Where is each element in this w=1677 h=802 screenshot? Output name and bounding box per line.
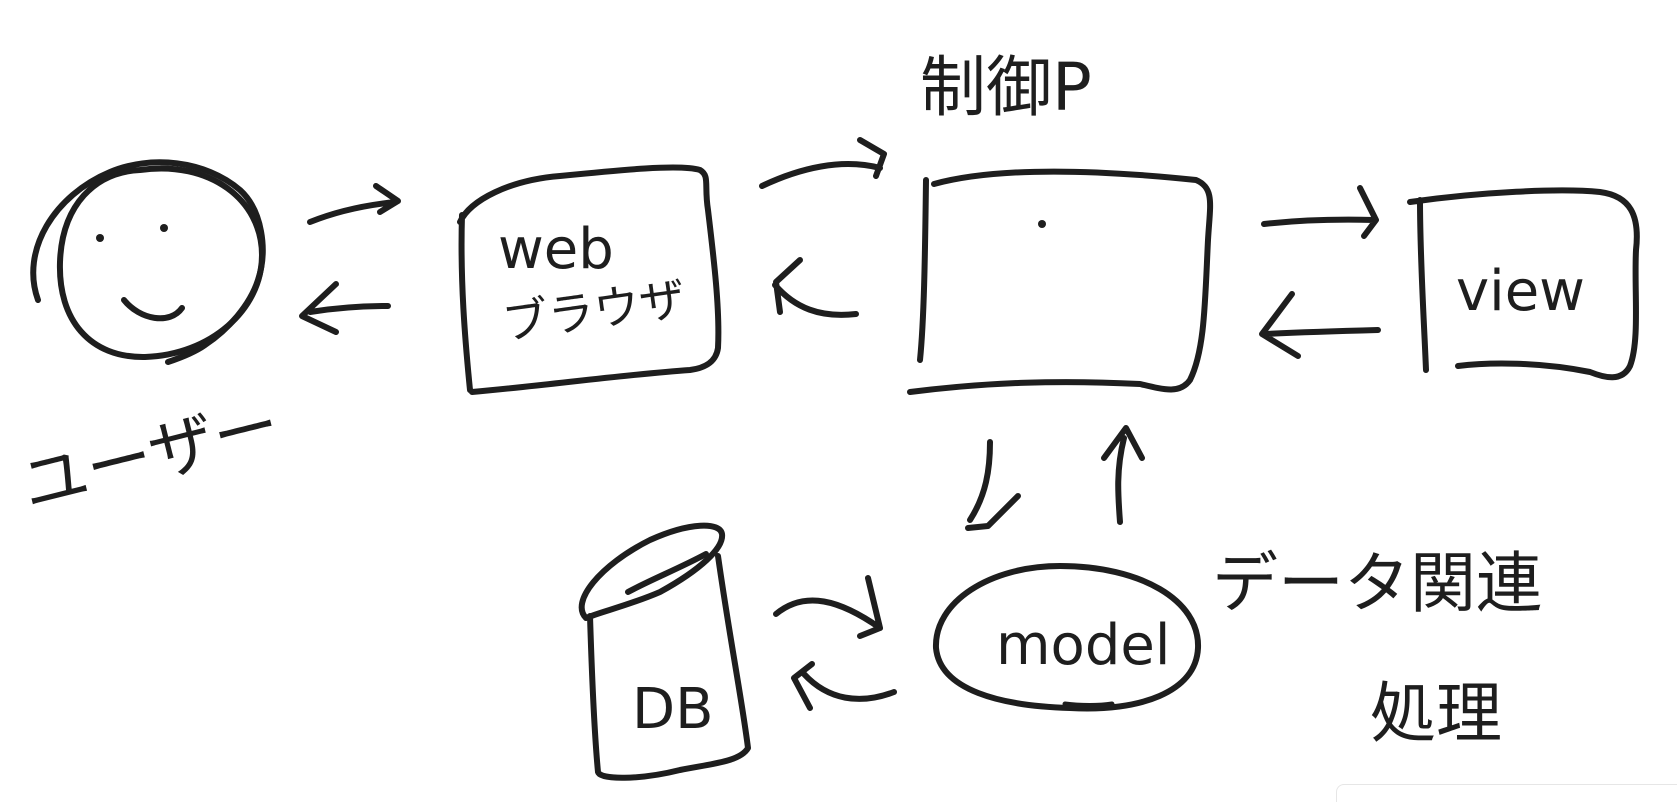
arrow-model-to-controller (1101, 425, 1145, 525)
db-node: DB (578, 522, 751, 781)
model-node: model (932, 563, 1202, 712)
db-body (587, 553, 751, 781)
arrow-browser-to-user (299, 281, 391, 335)
data-processing-label-line2: 処理 (1370, 675, 1502, 752)
user-mouth (121, 297, 185, 322)
view-box (1407, 187, 1640, 381)
user-eye-right (160, 224, 168, 232)
controller-box (907, 168, 1214, 395)
controller-node: 制御P (907, 49, 1214, 395)
user-label: ユーザー (14, 386, 288, 524)
model-ellipse (932, 563, 1202, 712)
db-top (578, 522, 726, 621)
arrow-model-to-db (791, 661, 897, 711)
arrow-browser-to-controller (759, 137, 887, 189)
browser-box (457, 164, 722, 395)
arrow-controller-to-view (1261, 185, 1379, 239)
arrow-controller-to-browser (772, 257, 859, 318)
browser-label-line1: web (498, 217, 614, 282)
user-hair (30, 159, 266, 365)
arrow-view-to-controller (1259, 291, 1381, 359)
view-node: view (1407, 187, 1640, 381)
arrow-user-to-browser (307, 183, 401, 225)
db-top-inner (625, 551, 709, 595)
corner-panel (1336, 784, 1677, 802)
db-label: DB (632, 677, 714, 742)
browser-node: web ブラウザ (457, 164, 722, 395)
user-eye-left (96, 234, 104, 242)
controller-center-dot (1038, 220, 1046, 228)
user-figure (30, 159, 266, 365)
arrow-db-to-model (773, 575, 883, 639)
controller-label: 制御P (920, 49, 1092, 126)
arrow-controller-to-model (965, 439, 1021, 531)
browser-label-line2: ブラウザ (499, 271, 689, 350)
data-processing-label-line1: データ関連 (1212, 545, 1542, 622)
user-head (56, 165, 265, 361)
model-label: model (996, 613, 1170, 678)
model-underline (1062, 701, 1115, 708)
view-label: view (1456, 259, 1585, 324)
